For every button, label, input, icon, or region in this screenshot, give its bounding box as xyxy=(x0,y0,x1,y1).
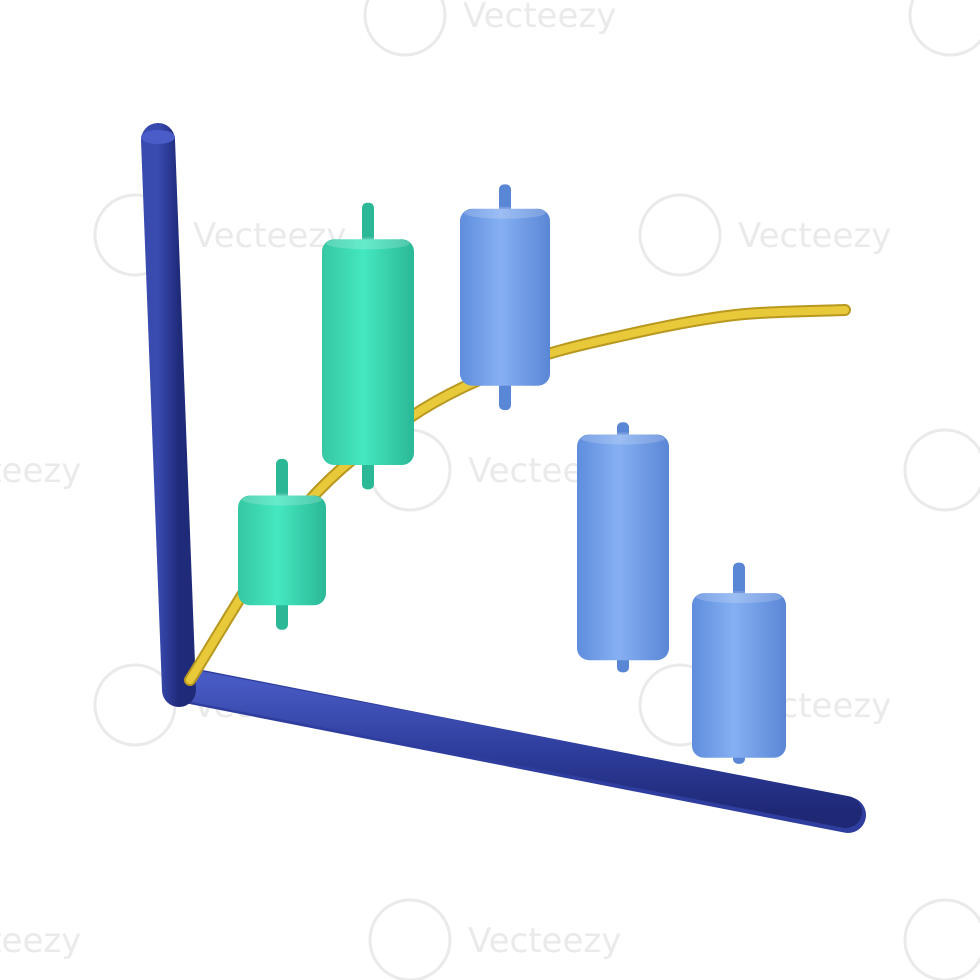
candle-5 xyxy=(692,562,786,764)
y-axis xyxy=(141,123,196,707)
candle-body xyxy=(692,593,786,758)
candle-body xyxy=(238,495,326,606)
candle-1 xyxy=(238,458,326,630)
candle-body xyxy=(322,239,414,465)
watermark: Vecteezy xyxy=(363,0,616,57)
candle-cap xyxy=(581,432,665,445)
chart-axes xyxy=(141,123,866,833)
watermark: Vecteezy xyxy=(0,921,81,961)
x-axis xyxy=(167,668,862,828)
watermark: Vecteezy xyxy=(0,451,81,491)
watermark: Vecteezy xyxy=(368,898,621,980)
watermark: Vecteezy xyxy=(93,193,346,277)
candle-3 xyxy=(460,184,550,411)
watermark: Vecteezy xyxy=(908,0,980,57)
candle-2 xyxy=(322,202,414,490)
candles-layer xyxy=(238,184,786,764)
watermark-text: Vecteezy xyxy=(193,216,346,256)
watermark-text: Vecteezy xyxy=(0,451,81,491)
candle-cap xyxy=(696,591,782,604)
watermark-text: Vecteezy xyxy=(0,921,81,961)
candle-cap xyxy=(242,493,322,506)
candle-4 xyxy=(577,422,669,673)
watermark-text: Vecteezy xyxy=(468,921,621,961)
watermark: Vecteezy xyxy=(903,898,980,980)
y-axis-cap xyxy=(141,130,175,144)
watermark: Vecteezy xyxy=(638,193,891,277)
watermark-text: Vecteezy xyxy=(463,0,616,36)
watermark-text: Vecteezy xyxy=(738,216,891,256)
candle-body xyxy=(460,208,550,386)
watermark: Vecteezy xyxy=(903,428,980,512)
candle-body xyxy=(577,434,669,661)
candle-cap xyxy=(464,206,546,219)
candle-cap xyxy=(326,237,410,250)
